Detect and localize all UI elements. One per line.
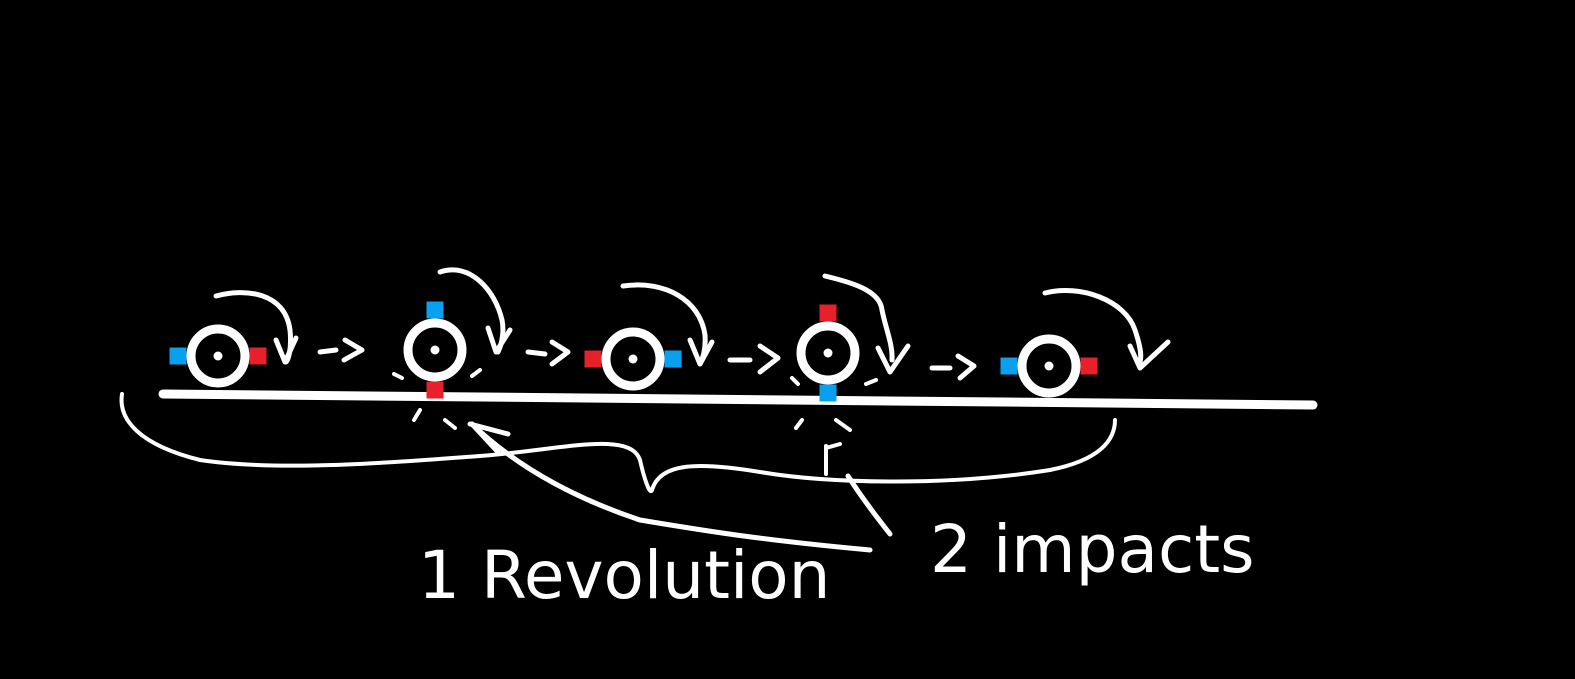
- label-one-revolution: 1 Revolution: [418, 537, 831, 614]
- wheel-rim: [403, 318, 467, 382]
- red-marker: [249, 347, 267, 365]
- wheel-axle: [213, 351, 223, 361]
- blue-marker: [426, 301, 444, 319]
- blue-marker: [169, 347, 187, 365]
- progression-arrows: [317, 337, 977, 381]
- red-marker: [1080, 357, 1098, 375]
- blue-marker: [819, 384, 837, 402]
- rotation-arrow-3-head: [687, 337, 715, 367]
- blue-marker: [664, 350, 682, 368]
- impact-spark-1: [392, 368, 482, 430]
- wheel-2: [403, 301, 467, 399]
- step-arrow-2: [525, 339, 571, 367]
- wheel-axle: [823, 348, 833, 358]
- red-marker: [426, 381, 444, 399]
- wheel-5: [1000, 334, 1098, 398]
- step-arrow-3: [727, 343, 781, 375]
- rotation-arrows: [213, 267, 1171, 375]
- label-two-impacts: 2 impacts: [930, 511, 1255, 588]
- wheel-rim: [601, 327, 665, 391]
- impact-spark-2: [790, 376, 878, 476]
- wheel-3: [584, 327, 682, 391]
- rotation-arrow-5-head: [1127, 339, 1171, 371]
- wheel-rim: [1017, 334, 1081, 398]
- red-marker: [819, 304, 837, 322]
- blue-marker: [1000, 357, 1018, 375]
- rotation-arrow-4-head: [875, 343, 911, 375]
- pointer-arrow-right: [845, 473, 893, 537]
- wheel-rim: [186, 324, 250, 388]
- red-marker: [584, 350, 602, 368]
- wheel-1: [169, 324, 267, 388]
- pointer-arrow-left: [469, 421, 873, 553]
- rotation-arrow-1-head: [273, 335, 299, 365]
- wheel-axle: [628, 354, 638, 364]
- wheel-4: [796, 304, 860, 402]
- wheels: [169, 301, 1098, 402]
- pointer-arrow-left-head: [467, 421, 511, 455]
- wheel-axle: [430, 345, 440, 355]
- wheel-axle: [1044, 361, 1054, 371]
- step-arrow-4: [929, 353, 977, 381]
- ground-line: [158, 389, 1318, 410]
- revolution-brace: [119, 392, 1117, 494]
- step-arrow-1: [317, 337, 365, 363]
- pointer-arrows: [467, 421, 893, 553]
- wheel-rim: [796, 321, 860, 385]
- rotation-arrow-4: [822, 273, 895, 363]
- rotation-arrow-5: [1042, 288, 1144, 365]
- impact-sparks: [392, 368, 878, 476]
- rotation-arrow-2-head: [485, 325, 513, 355]
